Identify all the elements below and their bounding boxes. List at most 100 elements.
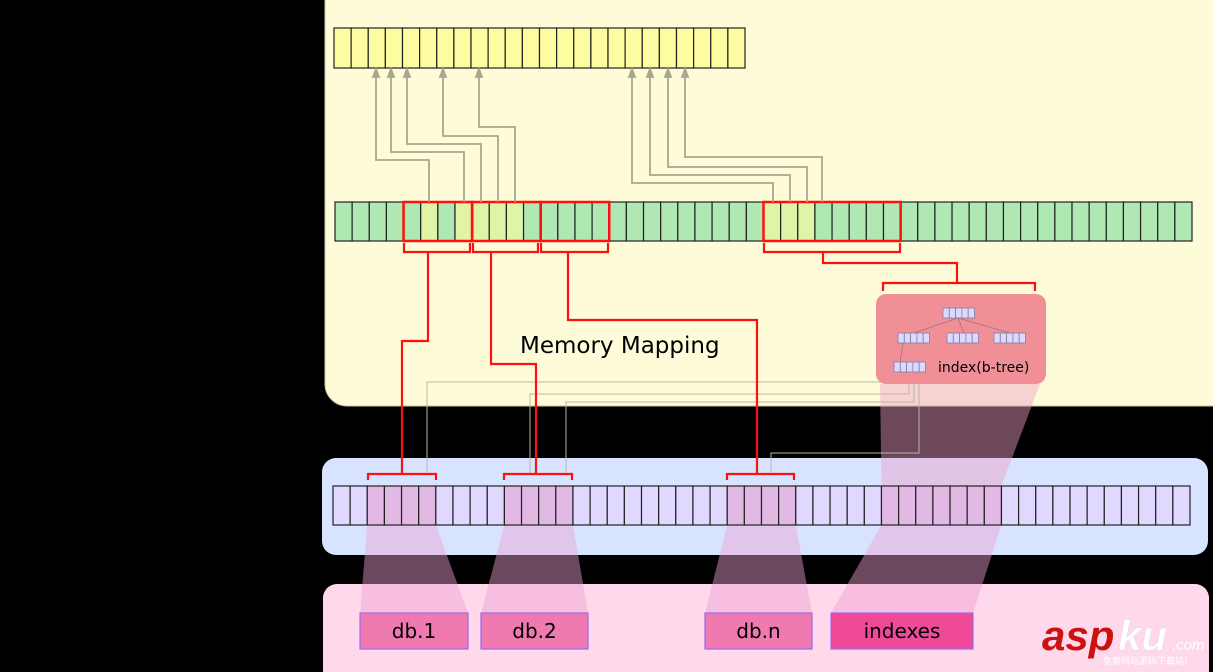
file-list: db.1 db.2 db.n indexes: [359, 612, 974, 650]
mapped-cell: [900, 201, 919, 242]
mapping-connector: [402, 243, 472, 254]
mapped-cell: [745, 201, 765, 242]
disk-cell: [795, 485, 814, 526]
arrowhead: [438, 66, 448, 78]
page-arrow: [390, 72, 465, 202]
mapped-cell: [488, 201, 508, 242]
virtual-cell: [419, 27, 438, 69]
disk-cell: [1017, 485, 1037, 526]
btree-edge: [957, 317, 965, 334]
file-label: db.n: [736, 619, 780, 643]
btree-node: [993, 332, 1026, 344]
disk-cell: [743, 485, 763, 526]
file-projection: [705, 525, 812, 613]
mapped-cell: [1037, 201, 1056, 242]
virtual-cell: [401, 27, 421, 69]
mapped-cell: [608, 201, 627, 242]
mapped-cell: [1122, 201, 1142, 242]
disk-cell: [366, 485, 386, 526]
disk-cell: [778, 485, 797, 526]
mapped-cell: [848, 201, 867, 242]
disk-cell: [469, 485, 488, 526]
virtual-cell: [504, 27, 523, 69]
mapped-cell: [1002, 201, 1022, 242]
disk-cell: [932, 485, 951, 526]
page-arrow: [684, 72, 823, 202]
mapping-connector: [489, 252, 538, 474]
virtual-cell: [367, 27, 386, 69]
virtual-cell: [727, 27, 746, 69]
mapped-cell: [814, 201, 833, 242]
mapped-cell: [1019, 201, 1039, 242]
mapped-cell: [917, 201, 936, 242]
btree-node: [942, 307, 975, 319]
virtual-cell: [624, 27, 643, 69]
disk-cell: [452, 485, 471, 526]
mapped-cell: [1071, 201, 1090, 242]
watermark-brand-1: asp: [1042, 612, 1114, 659]
disk-cell: [1052, 485, 1071, 526]
disk-cell: [606, 485, 625, 526]
disk-cell: [898, 485, 917, 526]
mapped-cell: [402, 201, 422, 242]
virtual-cell: [641, 27, 660, 69]
page-arrow: [375, 72, 430, 202]
watermark: asp ku .com 免费网站源码下载站!: [1042, 612, 1205, 667]
disk-cell: [1172, 485, 1191, 526]
disk-cell: [555, 485, 574, 526]
disk-cell: [949, 485, 968, 526]
mapped-cell: [711, 201, 730, 242]
disk-cell: [1000, 485, 1020, 526]
disk-cell: [538, 485, 557, 526]
page-arrow: [631, 72, 774, 202]
mapped-cell: [865, 201, 885, 242]
file-label: db.2: [512, 619, 556, 643]
mapped-cell: [831, 201, 850, 242]
page-arrow: [442, 72, 499, 202]
disk-cell: [400, 485, 420, 526]
mapped-memory-row: [334, 200, 1193, 243]
virtual-cell: [675, 27, 695, 69]
page-arrow: [649, 72, 791, 202]
disk-cell: [1120, 485, 1140, 526]
mapped-cell: [437, 201, 456, 242]
mapped-group-highlight: [539, 200, 611, 243]
page-arrow: [406, 72, 482, 202]
disk-cell: [880, 485, 900, 526]
disk-cell: [623, 485, 643, 526]
file-projection: [360, 525, 468, 613]
file-label: indexes: [864, 619, 941, 643]
mapped-cell: [505, 201, 525, 242]
disk-cell: [383, 485, 403, 526]
virtual-cell: [607, 27, 626, 69]
disk-cell: [983, 485, 1003, 526]
disk-cell: [846, 485, 865, 526]
mapped-cell: [985, 201, 1005, 242]
mapped-cell: [351, 201, 370, 242]
virtual-cell: [573, 27, 592, 69]
watermark-brand-2: ku: [1118, 612, 1167, 659]
index-label: index(b-tree): [938, 360, 1029, 376]
disk-cell: [1103, 485, 1123, 526]
disk-cell: [640, 485, 660, 526]
mapping-connector: [725, 472, 796, 480]
mapped-cell: [385, 201, 405, 242]
mapped-cell: [882, 201, 902, 242]
virtual-cell: [487, 27, 506, 69]
mapping-connector: [539, 243, 610, 254]
mapped-cell: [677, 201, 696, 242]
mapped-cell: [368, 201, 388, 242]
mapped-cell: [334, 201, 353, 242]
virtual-memory-row: [333, 27, 746, 69]
mapped-cell: [1139, 201, 1159, 242]
mapping-connector: [566, 252, 759, 474]
disk-cell: [1035, 485, 1054, 526]
disk-cell: [966, 485, 985, 526]
mapped-cell: [557, 201, 576, 242]
file-db-1: db.1: [359, 612, 469, 650]
mapped-cell: [1105, 201, 1125, 242]
disk-cell: [726, 485, 745, 526]
arrowhead: [474, 66, 484, 78]
disk-cell: [520, 485, 540, 526]
